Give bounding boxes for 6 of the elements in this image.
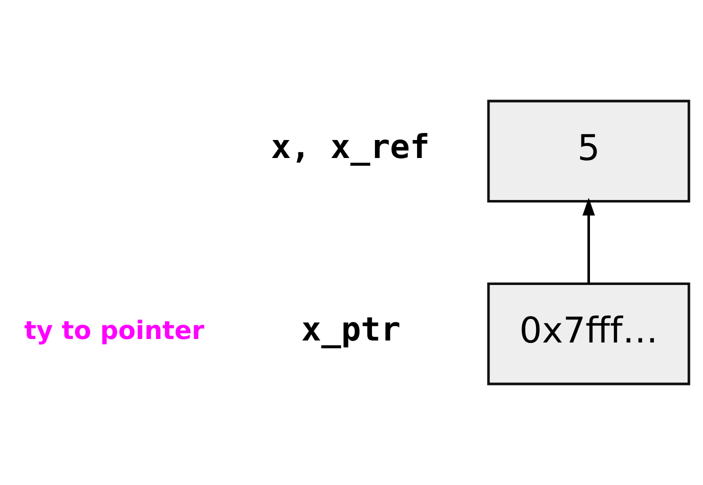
- arrow: [582, 198, 595, 284]
- node-label: x_ptr: [301, 310, 401, 349]
- node-box: 5: [487, 100, 690, 203]
- label: ty to pointer: [24, 314, 204, 345]
- node-box: 0x7fff…: [487, 282, 690, 386]
- node-label: x, x_ref: [270, 126, 430, 166]
